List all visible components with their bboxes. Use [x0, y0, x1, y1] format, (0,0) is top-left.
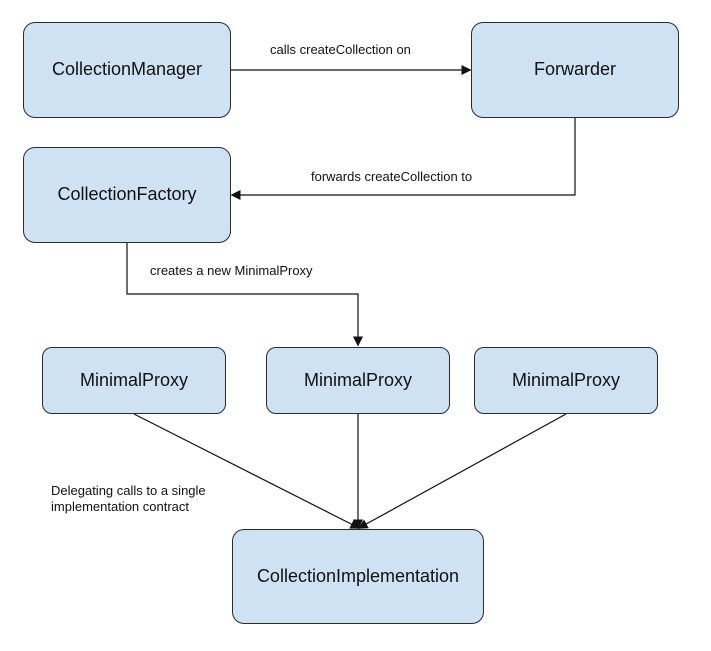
arrow-forwarder-to-factory [230, 118, 576, 200]
arrow-left-proxy-to-implementation [133, 413, 361, 529]
delegating-calls-label: Delegating calls to a single implementat… [51, 483, 206, 515]
forwarder-node: Forwarder [471, 22, 679, 118]
minimal-proxy-left-node: MinimalProxy [42, 347, 226, 414]
collection-manager-node: CollectionManager [23, 22, 231, 118]
arrow-factory-to-middle-proxy [126, 243, 363, 347]
collection-factory-node: CollectionFactory [23, 147, 231, 243]
creates-minimal-proxy-label: creates a new MinimalProxy [150, 263, 313, 278]
calls-create-collection-label: calls createCollection on [270, 42, 411, 57]
minimal-proxy-right-node: MinimalProxy [474, 347, 658, 414]
collection-implementation-node: CollectionImplementation [232, 529, 484, 624]
forwards-create-collection-label: forwards createCollection to [311, 169, 473, 184]
minimal-proxy-middle-node: MinimalProxy [266, 347, 450, 414]
arrow-right-proxy-to-implementation [357, 413, 567, 529]
